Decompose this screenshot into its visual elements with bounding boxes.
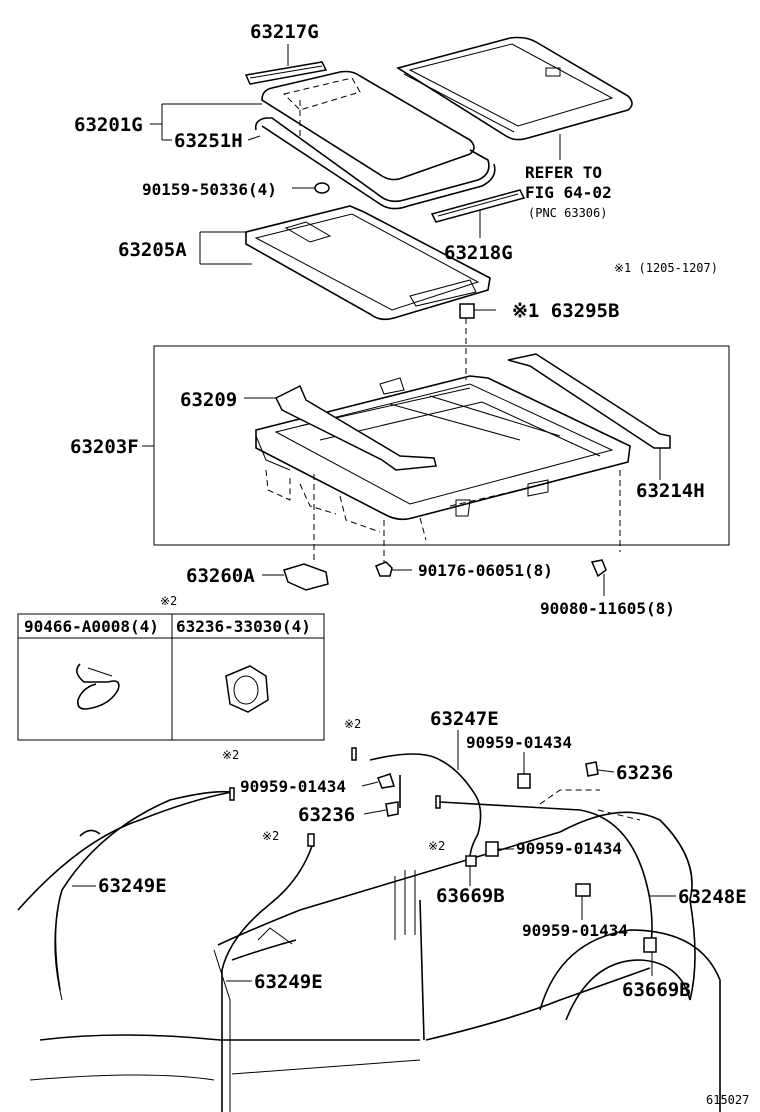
car-body-drawing [17,791,721,1112]
label-pnc-63306: (PNC 63306) [528,206,607,220]
part-63201G-glass-drawing [261,70,475,181]
label-63236-33030[interactable]: 63236-33030(4) [176,617,311,636]
clip-63236-drawing [225,665,269,713]
note2-hose-a: ※2 [344,717,361,731]
clip-90466-drawing [76,663,120,710]
label-90959-01434-b[interactable]: 90959-01434 [240,777,346,796]
label-63217G[interactable]: 63217G [250,21,319,43]
label-63260A[interactable]: 63260A [186,565,255,587]
label-90959-01434-c[interactable]: 90959-01434 [516,839,622,858]
label-63201G[interactable]: 63201G [74,114,143,136]
part-63251H-seal-drawing [254,117,496,210]
label-63203F[interactable]: 63203F [70,436,139,458]
label-90176-06051[interactable]: 90176-06051(8) [418,561,553,580]
label-63251H[interactable]: 63251H [174,130,243,152]
note1-range: ※1 (1205-1207) [614,261,718,275]
label-63209[interactable]: 63209 [180,389,237,411]
hose-63248E-drawing [435,761,657,953]
label-63295B[interactable]: ※1 63295B [512,300,619,322]
label-63214H[interactable]: 63214H [636,480,705,502]
part-63217G-drawing [244,44,328,85]
part-63260A-drawing [262,474,329,591]
part-63209-drawing [244,384,437,471]
label-63669B-a[interactable]: 63669B [436,885,505,907]
nut-90176-drawing [375,520,412,577]
part-63205A-frame-drawing [199,205,491,321]
bolt-90159-drawing [292,182,330,194]
label-90080-11605[interactable]: 90080-11605(8) [540,599,675,618]
part-63218G-drawing [430,189,526,238]
clip-box [17,613,325,741]
label-63248E[interactable]: 63248E [678,886,747,908]
label-63249E-pillar[interactable]: 63249E [254,971,323,993]
label-90466-A0008[interactable]: 90466-A0008(4) [24,617,159,636]
part-63295B-drawing [459,303,496,380]
label-refer-to: REFER TO [525,163,602,182]
part-63214H-drawing [507,353,671,480]
label-fig-64-02[interactable]: FIG 64-02 [525,183,612,202]
label-90159-50336[interactable]: 90159-50336(4) [142,180,277,199]
screw-90080-drawing [590,470,621,596]
label-90959-01434-d[interactable]: 90959-01434 [522,921,628,940]
label-63669B-b[interactable]: 63669B [622,979,691,1001]
note2-hose-b: ※2 [222,748,239,762]
label-90959-01434-a[interactable]: 90959-01434 [466,733,572,752]
label-63249E-front[interactable]: 63249E [98,875,167,897]
hose-63249E-front-drawing [54,787,235,991]
note2-hose-c: ※2 [262,829,279,843]
label-63218G[interactable]: 63218G [444,242,513,264]
note2-hose-d: ※2 [428,839,445,853]
hose-63247E-drawing [351,747,482,867]
hose-63249E-pillar-drawing [221,833,315,1112]
sunshade-drawing [396,36,633,160]
figure-number: 615027 [706,1093,749,1107]
label-63247E[interactable]: 63247E [430,708,499,730]
label-63236-b[interactable]: 63236 [298,804,355,826]
label-63205A[interactable]: 63205A [118,239,187,261]
label-63236-a[interactable]: 63236 [616,762,673,784]
note2-clip-box: ※2 [160,594,177,608]
